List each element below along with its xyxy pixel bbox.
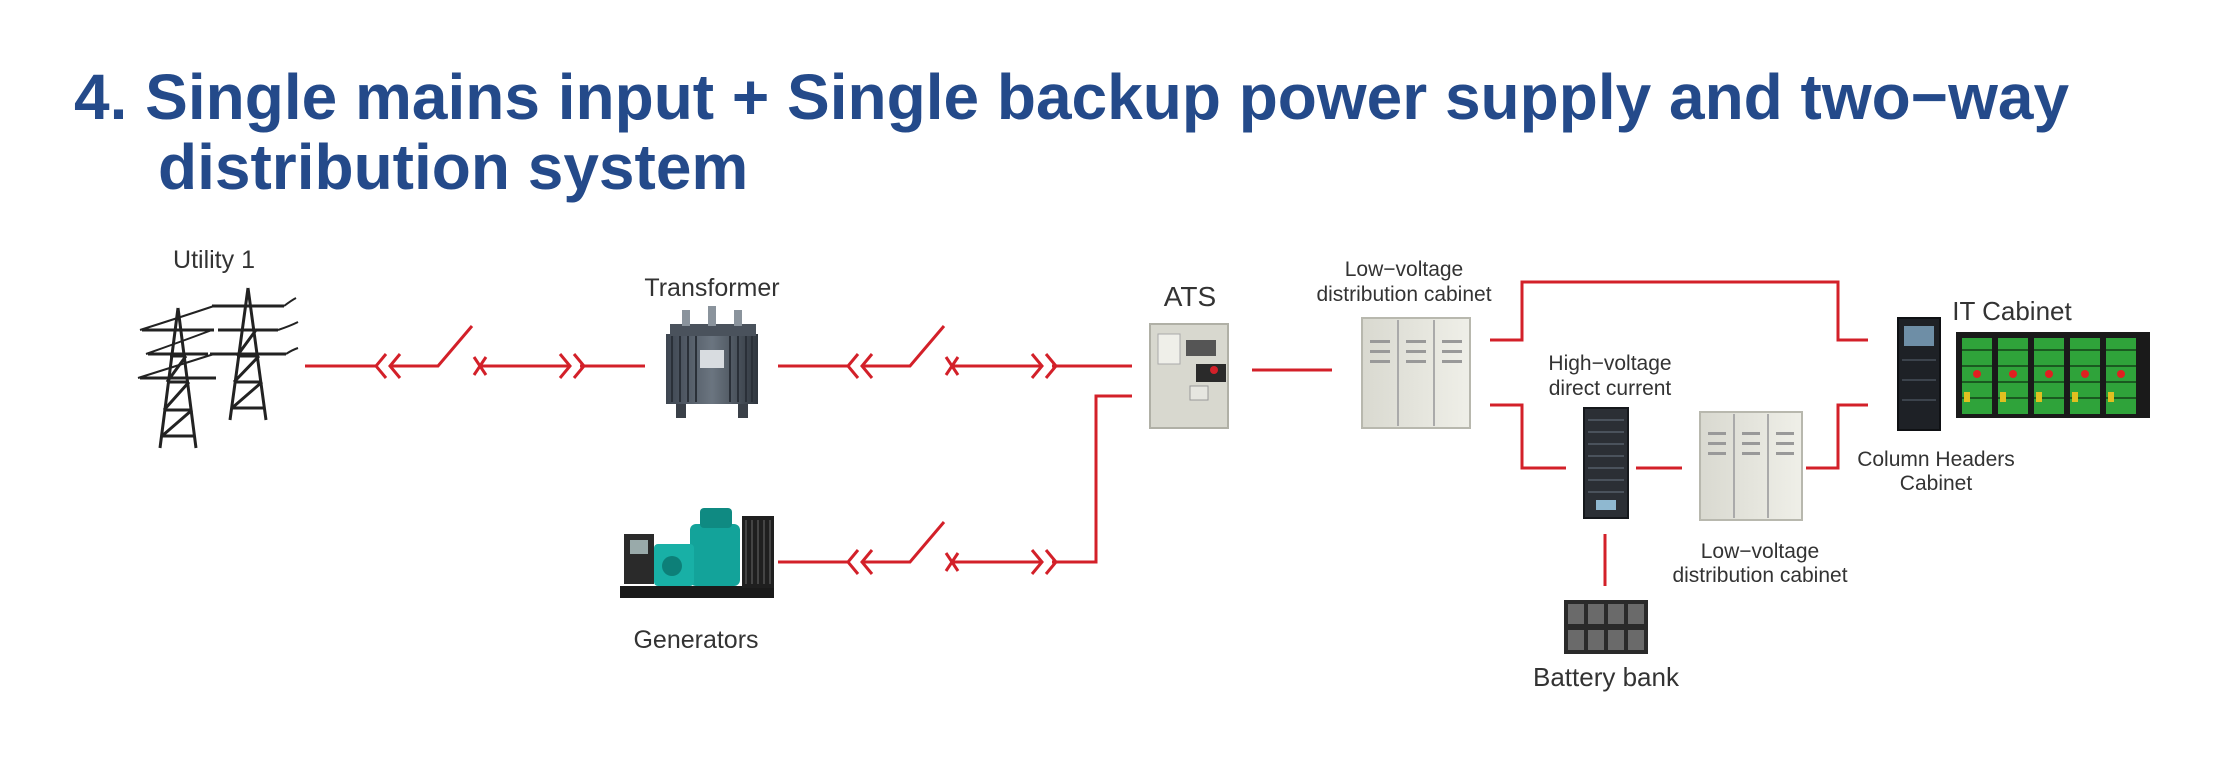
transformer-label: Transformer	[644, 274, 779, 302]
lv-cabinet-2-icon	[1699, 411, 1803, 521]
lv-cabinet-1-label-line1: Low−voltage	[1345, 258, 1464, 281]
lv-cabinet-1-icon	[1361, 317, 1471, 429]
it-cabinet-icon	[1956, 332, 2150, 418]
switch-generator-ats	[778, 394, 1132, 575]
switch-utility-transformer	[305, 325, 645, 379]
utility-tower-icon	[137, 287, 299, 449]
wiring	[305, 280, 1868, 586]
column-headers-cabinet-icon	[1897, 317, 1941, 431]
lv-cabinet-1-label-line2: distribution cabinet	[1316, 283, 1491, 306]
line-lv2-column-headers	[1806, 403, 1868, 470]
battery-bank-label: Battery bank	[1533, 662, 1680, 692]
battery-bank-icon	[1564, 600, 1648, 654]
ats-icon	[1149, 323, 1229, 429]
generators-label: Generators	[633, 626, 758, 654]
transformer-icon	[666, 306, 758, 418]
hvdc-label-line2: direct current	[1549, 377, 1672, 400]
column-headers-label-line2: Cabinet	[1900, 472, 1973, 495]
column-headers-label-line1: Column Headers	[1857, 448, 2015, 471]
title-line-2: distribution system	[158, 131, 749, 203]
generator-icon	[620, 508, 774, 598]
utility-label: Utility 1	[173, 246, 255, 274]
hvdc-cabinet-icon	[1583, 407, 1629, 519]
hvdc-label-line1: High−voltage	[1548, 352, 1671, 375]
line-lv1-hvdc	[1490, 403, 1566, 470]
page-title: 4. Single mains input + Single backup po…	[74, 62, 2069, 202]
lv-cabinet-2-label-line1: Low−voltage	[1701, 540, 1820, 563]
lv-cabinet-2-label-line2: distribution cabinet	[1672, 564, 1847, 587]
switch-transformer-ats	[778, 325, 1132, 379]
it-cabinet-label: IT Cabinet	[1952, 296, 2072, 326]
ats-label: ATS	[1164, 281, 1216, 312]
title-line-1: 4. Single mains input + Single backup po…	[74, 61, 2070, 133]
line-lv1-column-headers	[1490, 280, 1868, 342]
